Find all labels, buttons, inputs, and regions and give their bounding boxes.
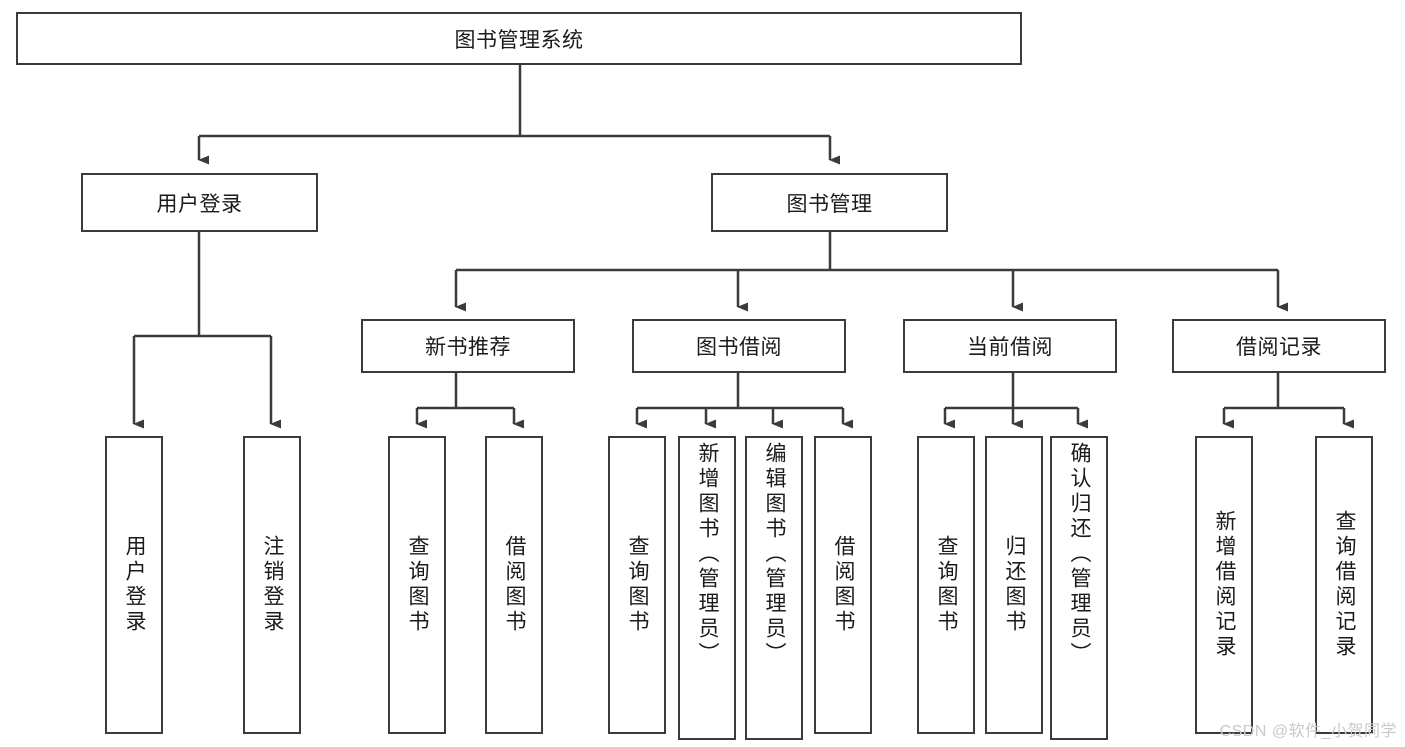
- leaf-confirm-return[interactable]: 确认归还（管理员）: [1050, 436, 1108, 740]
- leaf-edit-book[interactable]: 编辑图书（管理员）: [745, 436, 803, 740]
- node-user-login[interactable]: 用户登录: [81, 173, 318, 232]
- node-current-borrow[interactable]: 当前借阅: [903, 319, 1117, 373]
- leaf-return-book[interactable]: 归还图书: [985, 436, 1043, 734]
- leaf-add-book[interactable]: 新增图书（管理员）: [678, 436, 736, 740]
- watermark-text: CSDN @软件_小贺同学: [1219, 723, 1397, 740]
- leaf-query-borrow-record[interactable]: 查询借阅记录: [1315, 436, 1373, 734]
- leaf-borrow-book-recommend[interactable]: 借阅图书: [485, 436, 543, 734]
- node-new-book-recommend[interactable]: 新书推荐: [361, 319, 575, 373]
- leaf-query-book-current[interactable]: 查询图书: [917, 436, 975, 734]
- leaf-user-login[interactable]: 用户登录: [105, 436, 163, 734]
- leaf-add-borrow-record[interactable]: 新增借阅记录: [1195, 436, 1253, 734]
- node-borrow-record[interactable]: 借阅记录: [1172, 319, 1386, 373]
- leaf-logout-login[interactable]: 注销登录: [243, 436, 301, 734]
- leaf-query-book-recommend[interactable]: 查询图书: [388, 436, 446, 734]
- node-book-borrow[interactable]: 图书借阅: [632, 319, 846, 373]
- node-book-manage[interactable]: 图书管理: [711, 173, 948, 232]
- node-root-system[interactable]: 图书管理系统: [16, 12, 1022, 65]
- leaf-borrow-book-borrow[interactable]: 借阅图书: [814, 436, 872, 734]
- leaf-query-book-borrow[interactable]: 查询图书: [608, 436, 666, 734]
